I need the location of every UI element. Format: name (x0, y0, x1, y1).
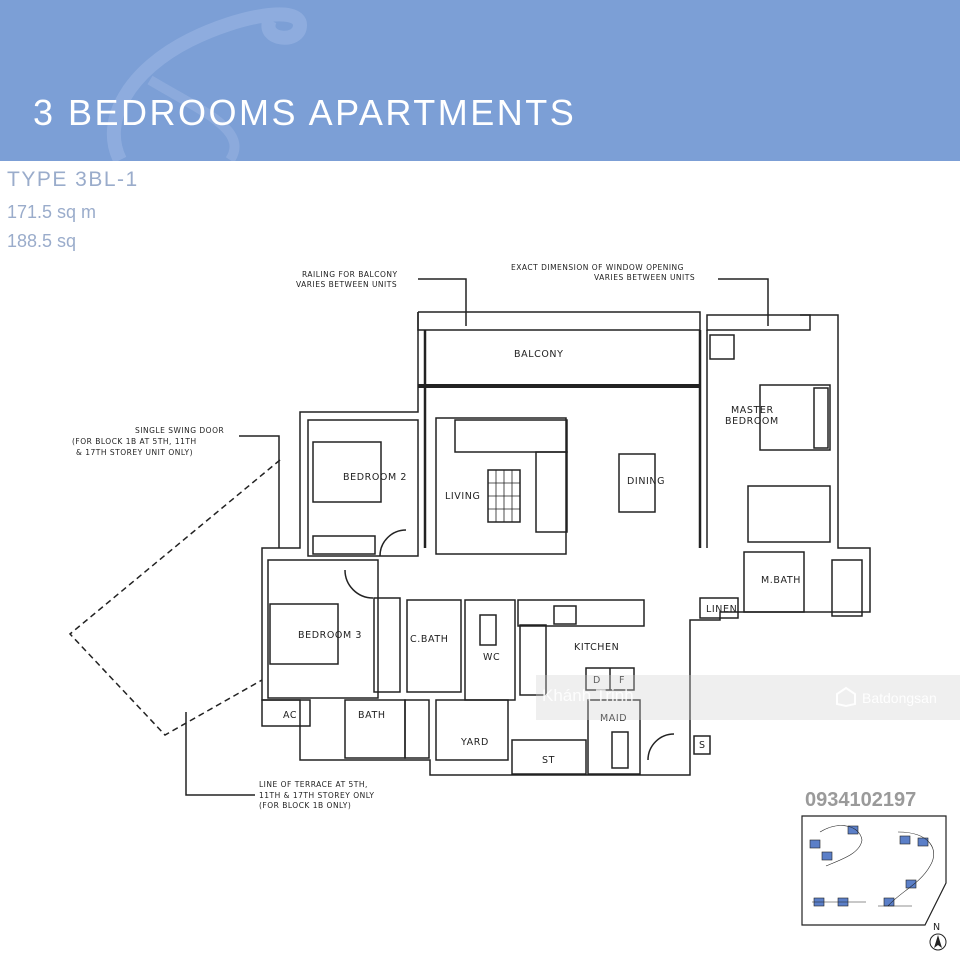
room-living: LIVING (445, 491, 480, 502)
note-terrace-1: LINE OF TERRACE AT 5TH, (259, 780, 368, 789)
room-bedroom2: BEDROOM 2 (343, 472, 407, 483)
room-st: ST (542, 755, 555, 766)
note-terrace-3: (FOR BLOCK 1B ONLY) (259, 801, 351, 810)
unit-area-sqft: 188.5 sq (7, 231, 77, 251)
note-terrace-2: 11TH & 17TH STOREY ONLY (259, 791, 374, 800)
room-cbath: C.BATH (410, 634, 448, 645)
unit-area-sqm: 171.5 sq m (7, 202, 97, 222)
note-door-3: & 17TH STOREY UNIT ONLY) (76, 448, 193, 457)
room-s: S (699, 740, 706, 751)
room-bath: BATH (358, 710, 386, 721)
room-mbath: M.BATH (761, 575, 801, 586)
room-balcony: BALCONY (514, 349, 564, 360)
room-kitchen: KITCHEN (574, 642, 619, 653)
note-railing-2: VARIES BETWEEN UNITS (296, 280, 397, 289)
room-master-line1: MASTER (731, 405, 774, 416)
label-d: D (593, 675, 601, 686)
note-door-2: (FOR BLOCK 1B AT 5TH, 11TH (72, 437, 197, 446)
room-bedroom3: BEDROOM 3 (298, 630, 362, 641)
label-f: F (619, 675, 625, 686)
watermark-band (536, 675, 960, 720)
compass-label: N (933, 922, 941, 933)
batdongsan-logo-icon (836, 686, 856, 708)
watermark-phone: 0934102197 (805, 789, 917, 811)
room-wc: WC (483, 652, 500, 663)
room-ac: AC (283, 710, 297, 721)
header-banner: 3 BEDROOMS APARTMENTS (0, 0, 960, 161)
site-key-plan: N (801, 815, 947, 951)
swirl-ornament-icon (106, 7, 308, 161)
watermark-name: Khánh Trinh (542, 686, 634, 705)
room-linen: LINEN (706, 604, 737, 615)
note-window-1: EXACT DIMENSION OF WINDOW OPENING (511, 263, 684, 272)
note-railing-1: RAILING FOR BALCONY (302, 270, 398, 279)
watermark-brand: Batdongsan (862, 690, 937, 706)
unit-type: TYPE 3BL-1 (7, 168, 139, 191)
north-arrow-icon (934, 935, 942, 948)
note-door-1: SINGLE SWING DOOR (135, 426, 224, 435)
note-window-2: VARIES BETWEEN UNITS (594, 273, 695, 282)
room-yard: YARD (460, 737, 489, 748)
room-master-line2: BEDROOM (725, 416, 779, 427)
room-dining: DINING (627, 476, 665, 487)
page-title: 3 BEDROOMS APARTMENTS (33, 92, 577, 133)
room-maid: MAID (600, 713, 627, 724)
